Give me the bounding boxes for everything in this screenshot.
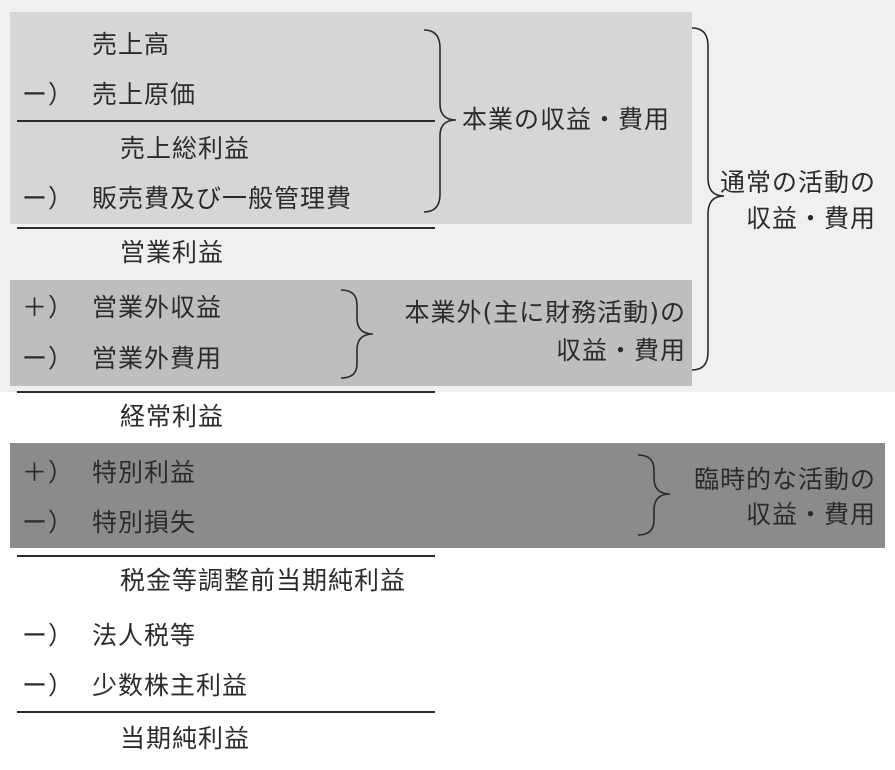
sign-minus: ー） (22, 508, 75, 537)
divider-pretax-profit (17, 555, 435, 557)
item-gross-profit: 売上総利益 (120, 134, 251, 163)
item-extraordinary-gain: 特別利益 (92, 458, 197, 487)
extraordinary-band (10, 443, 885, 548)
label-ordinary-line2: 収益・費用 (745, 204, 876, 233)
item-sga: 販売費及び一般管理費 (92, 184, 353, 213)
label-non-operating-line1: 本業外(主に財務活動)の (404, 298, 686, 327)
core-business-band (10, 12, 692, 224)
item-pretax-profit: 税金等調整前当期純利益 (120, 566, 407, 595)
sign-minus: ー） (22, 344, 75, 373)
sign-minus: ー） (22, 80, 75, 109)
item-sales: 売上高 (92, 30, 171, 59)
item-net-profit: 当期純利益 (120, 724, 251, 753)
item-extraordinary-loss: 特別損失 (92, 508, 197, 537)
item-minority-interest: 少数株主利益 (92, 671, 249, 700)
label-extraordinary-line2: 収益・費用 (745, 500, 876, 529)
item-operating-profit: 営業利益 (120, 238, 225, 267)
divider-ordinary-profit (17, 391, 435, 393)
item-non-op-expense: 営業外費用 (92, 344, 223, 373)
sign-plus: ＋） (22, 458, 75, 487)
sign-minus: ー） (22, 184, 75, 213)
sign-minus: ー） (22, 621, 75, 650)
divider-net-profit (17, 711, 435, 713)
item-corporate-tax: 法人税等 (92, 621, 197, 650)
divider-operating-profit (17, 227, 435, 229)
sign-minus: ー） (22, 671, 75, 700)
label-non-operating-line2: 収益・費用 (555, 336, 686, 365)
label-ordinary-line1: 通常の活動の (719, 168, 876, 197)
item-cogs: 売上原価 (92, 80, 197, 109)
item-ordinary-profit: 経常利益 (120, 402, 225, 431)
divider-gross-profit (17, 120, 435, 122)
label-core-business: 本業の収益・費用 (462, 105, 671, 134)
sign-plus: ＋） (22, 293, 75, 322)
item-non-op-income: 営業外収益 (92, 293, 223, 322)
label-extraordinary-line1: 臨時的な活動の (693, 465, 876, 494)
